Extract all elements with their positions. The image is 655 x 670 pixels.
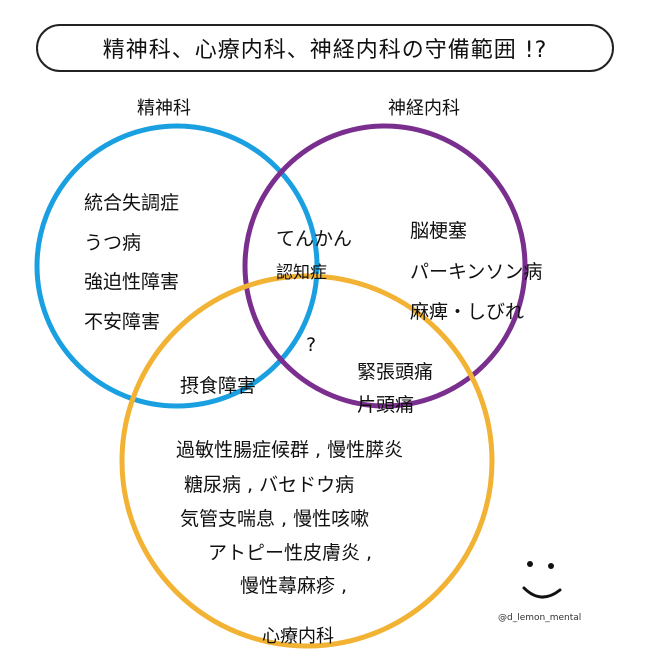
region-psychiatry-item: 不安障害 [84, 311, 161, 333]
region-neurology-item: 麻痺・しびれ [410, 301, 525, 323]
region-psychiatry-psychosomatic-item: 摂食障害 [180, 375, 257, 397]
diagram-title-box: 精神科、心療内科、神経内科の守備範囲 !? [36, 24, 614, 72]
set-label-neurology: 神経内科 [388, 98, 460, 119]
region-psychosomatic-item: 慢性蕁麻疹 , [240, 575, 348, 597]
region-psychiatry-neurology-item: てんかん [276, 228, 353, 250]
region-psychosomatic-item: アトピー性皮膚炎 , [208, 542, 373, 564]
set-label-psychiatry: 精神科 [137, 98, 191, 119]
region-neurology-psychosomatic-item: 片頭痛 [357, 394, 415, 416]
set-label-psychosomatic: 心療内科 [262, 626, 334, 647]
smiley-face-icon [522, 561, 562, 599]
region-psychosomatic-item: 過敏性腸症候群 , 慢性膵炎 [176, 439, 404, 461]
author-credit: @d_lemon_mental [498, 613, 582, 623]
region-psychiatry-item: 統合失調症 [84, 192, 180, 214]
region-psychosomatic-item: 気管支喘息 , 慢性咳嗽 [180, 508, 370, 530]
neurology-circle [242, 123, 528, 409]
region-neurology-item: 脳梗塞 [410, 220, 468, 242]
region-psychosomatic-item: 糖尿病 , バセドウ病 [184, 474, 355, 496]
region-psychiatry-neurology-item: 認知症 [276, 263, 327, 283]
region-neurology-item: パーキンソン病 [410, 261, 543, 283]
region-psychiatry-item: うつ病 [84, 232, 142, 254]
diagram-title: 精神科、心療内科、神経内科の守備範囲 !? [102, 38, 548, 63]
region-neurology-psychosomatic-item: 緊張頭痛 [357, 361, 434, 383]
region-psychiatry-item: 強迫性障害 [84, 271, 180, 293]
psychiatry-circle [34, 123, 320, 409]
psychosomatic-circle [119, 273, 495, 649]
region-center-mark: ? [306, 334, 317, 356]
